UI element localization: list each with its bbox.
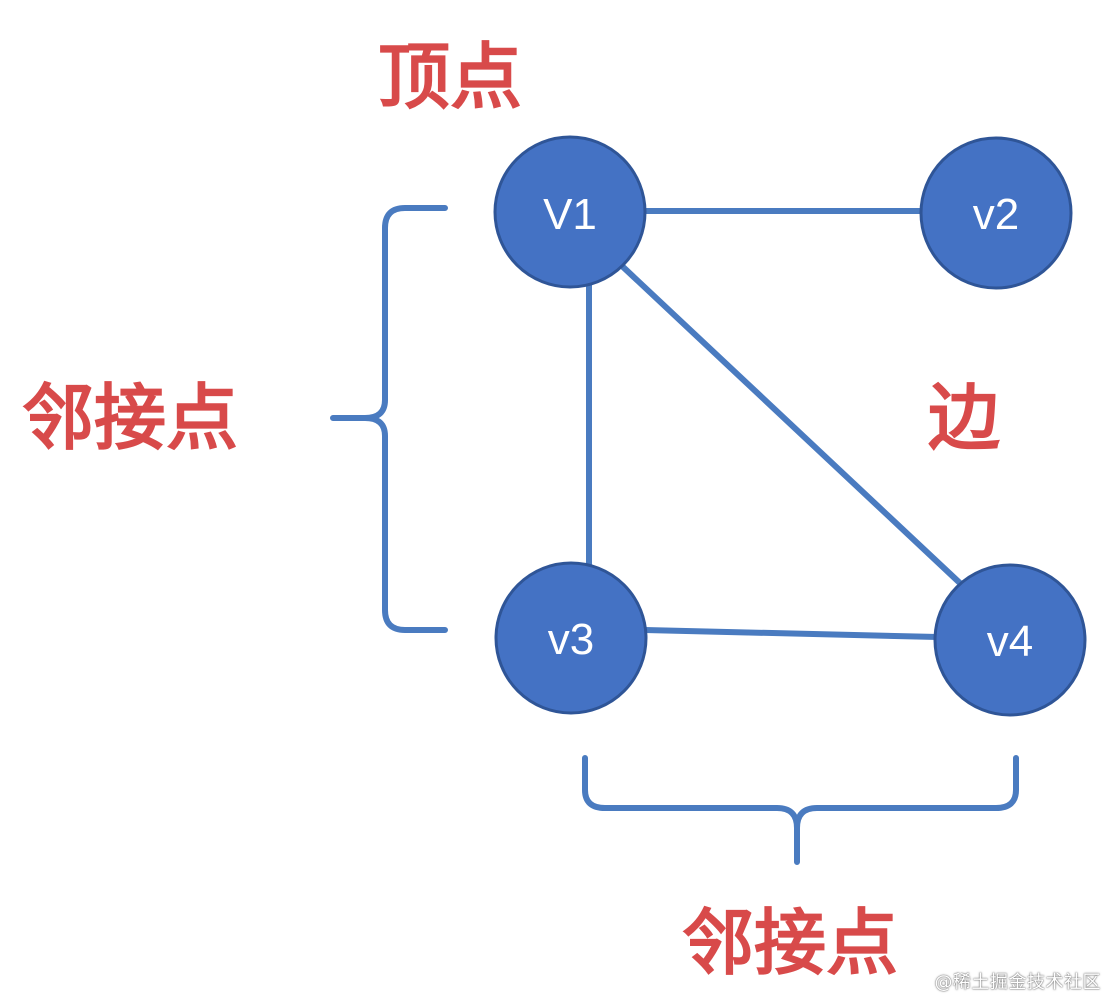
node-v2: v2 <box>919 136 1073 290</box>
edge-v3-v4 <box>642 627 941 640</box>
edge-label: 边 <box>928 376 1000 460</box>
adjacent-label-bottom: 邻接点 <box>682 901 898 985</box>
adjacent-label-left: 邻接点 <box>22 376 238 460</box>
node-v3-label: v3 <box>548 615 594 664</box>
bottom-brace <box>582 755 1019 865</box>
node-v1: V1 <box>493 135 647 289</box>
edge-v1-v4 <box>619 263 965 588</box>
vertex-label: 顶点 <box>378 35 522 119</box>
watermark: @稀土掘金技术社区 <box>934 972 1101 993</box>
node-v3: v3 <box>494 561 648 715</box>
edges <box>586 208 965 640</box>
node-v4: v4 <box>933 563 1087 717</box>
node-v2-label: v2 <box>973 190 1019 239</box>
node-v4-label: v4 <box>987 617 1033 666</box>
node-v1-label: V1 <box>543 190 597 239</box>
left-brace <box>330 205 448 633</box>
